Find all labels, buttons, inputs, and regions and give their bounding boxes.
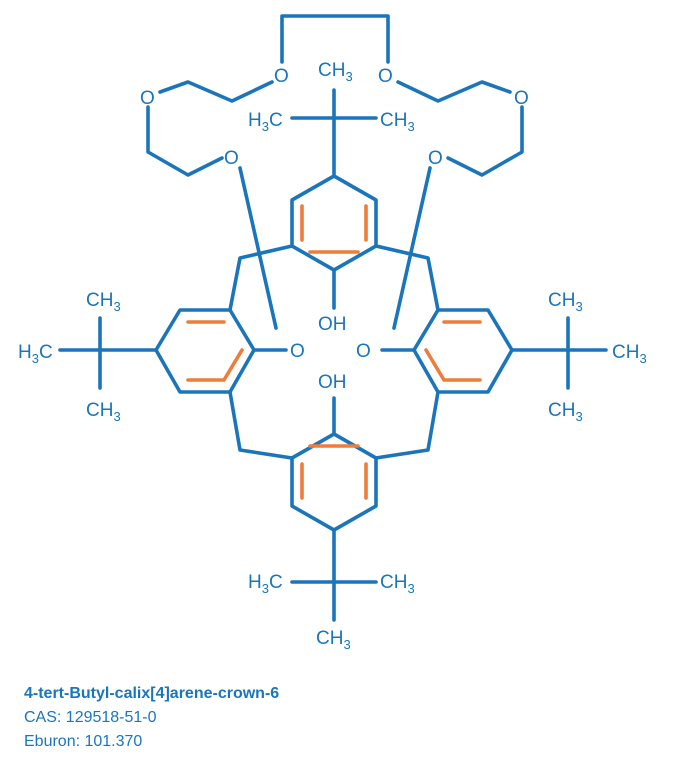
o-ether-left: O [290,341,305,362]
oh-top: OH [318,314,347,335]
h3c-top-left: H3C [248,110,283,134]
methylene-bridges [228,244,440,460]
o-crown-left-lower: O [224,148,239,169]
ch3-right-top: CH3 [548,290,583,314]
crown-ether-chain [146,14,524,330]
top-aryl-ring [290,88,378,310]
compound-caption: 4-tert-Butyl-calix[4]arene-crown-6 CAS: … [24,682,279,754]
o-crown-top-left: O [274,66,289,87]
oh-bottom: OH [318,372,347,393]
hydroxyl-labels: OH OH [318,314,347,393]
ch3-left-bottom: CH3 [86,400,121,424]
ch3-top-right: CH3 [380,110,415,134]
o-crown-left-upper: O [140,88,155,109]
ch3-left-top: CH3 [86,290,121,314]
right-aryl-ring [380,308,608,394]
compound-name: 4-tert-Butyl-calix[4]arene-crown-6 [24,685,280,702]
ch3-right: CH3 [612,342,647,366]
structure-diagram: O O O O O O O O OH OH CH3 H3C CH3 CH3 H3… [18,14,647,652]
cas-number: CAS: 129518-51-0 [24,709,157,726]
o-crown-right-lower: O [428,148,443,169]
ch3-bottom-right: CH3 [380,572,415,596]
h3c-left: H3C [18,342,53,366]
ch3-bottom: CH3 [316,628,351,652]
o-ether-right: O [356,341,371,362]
o-crown-right-upper: O [514,88,529,109]
h3c-bottom-left: H3C [248,572,283,596]
o-crown-top-right: O [378,66,393,87]
methyl-labels: CH3 H3C CH3 CH3 H3C CH3 CH3 CH3 CH3 H3C … [18,60,647,652]
ch3-right-bottom: CH3 [548,400,583,424]
left-aryl-ring [58,308,288,394]
ch3-top: CH3 [318,60,353,84]
bottom-aryl-ring [290,396,378,622]
oxygen-labels: O O O O O O O O [140,66,529,362]
eburon-number: Eburon: 101.370 [24,733,143,750]
